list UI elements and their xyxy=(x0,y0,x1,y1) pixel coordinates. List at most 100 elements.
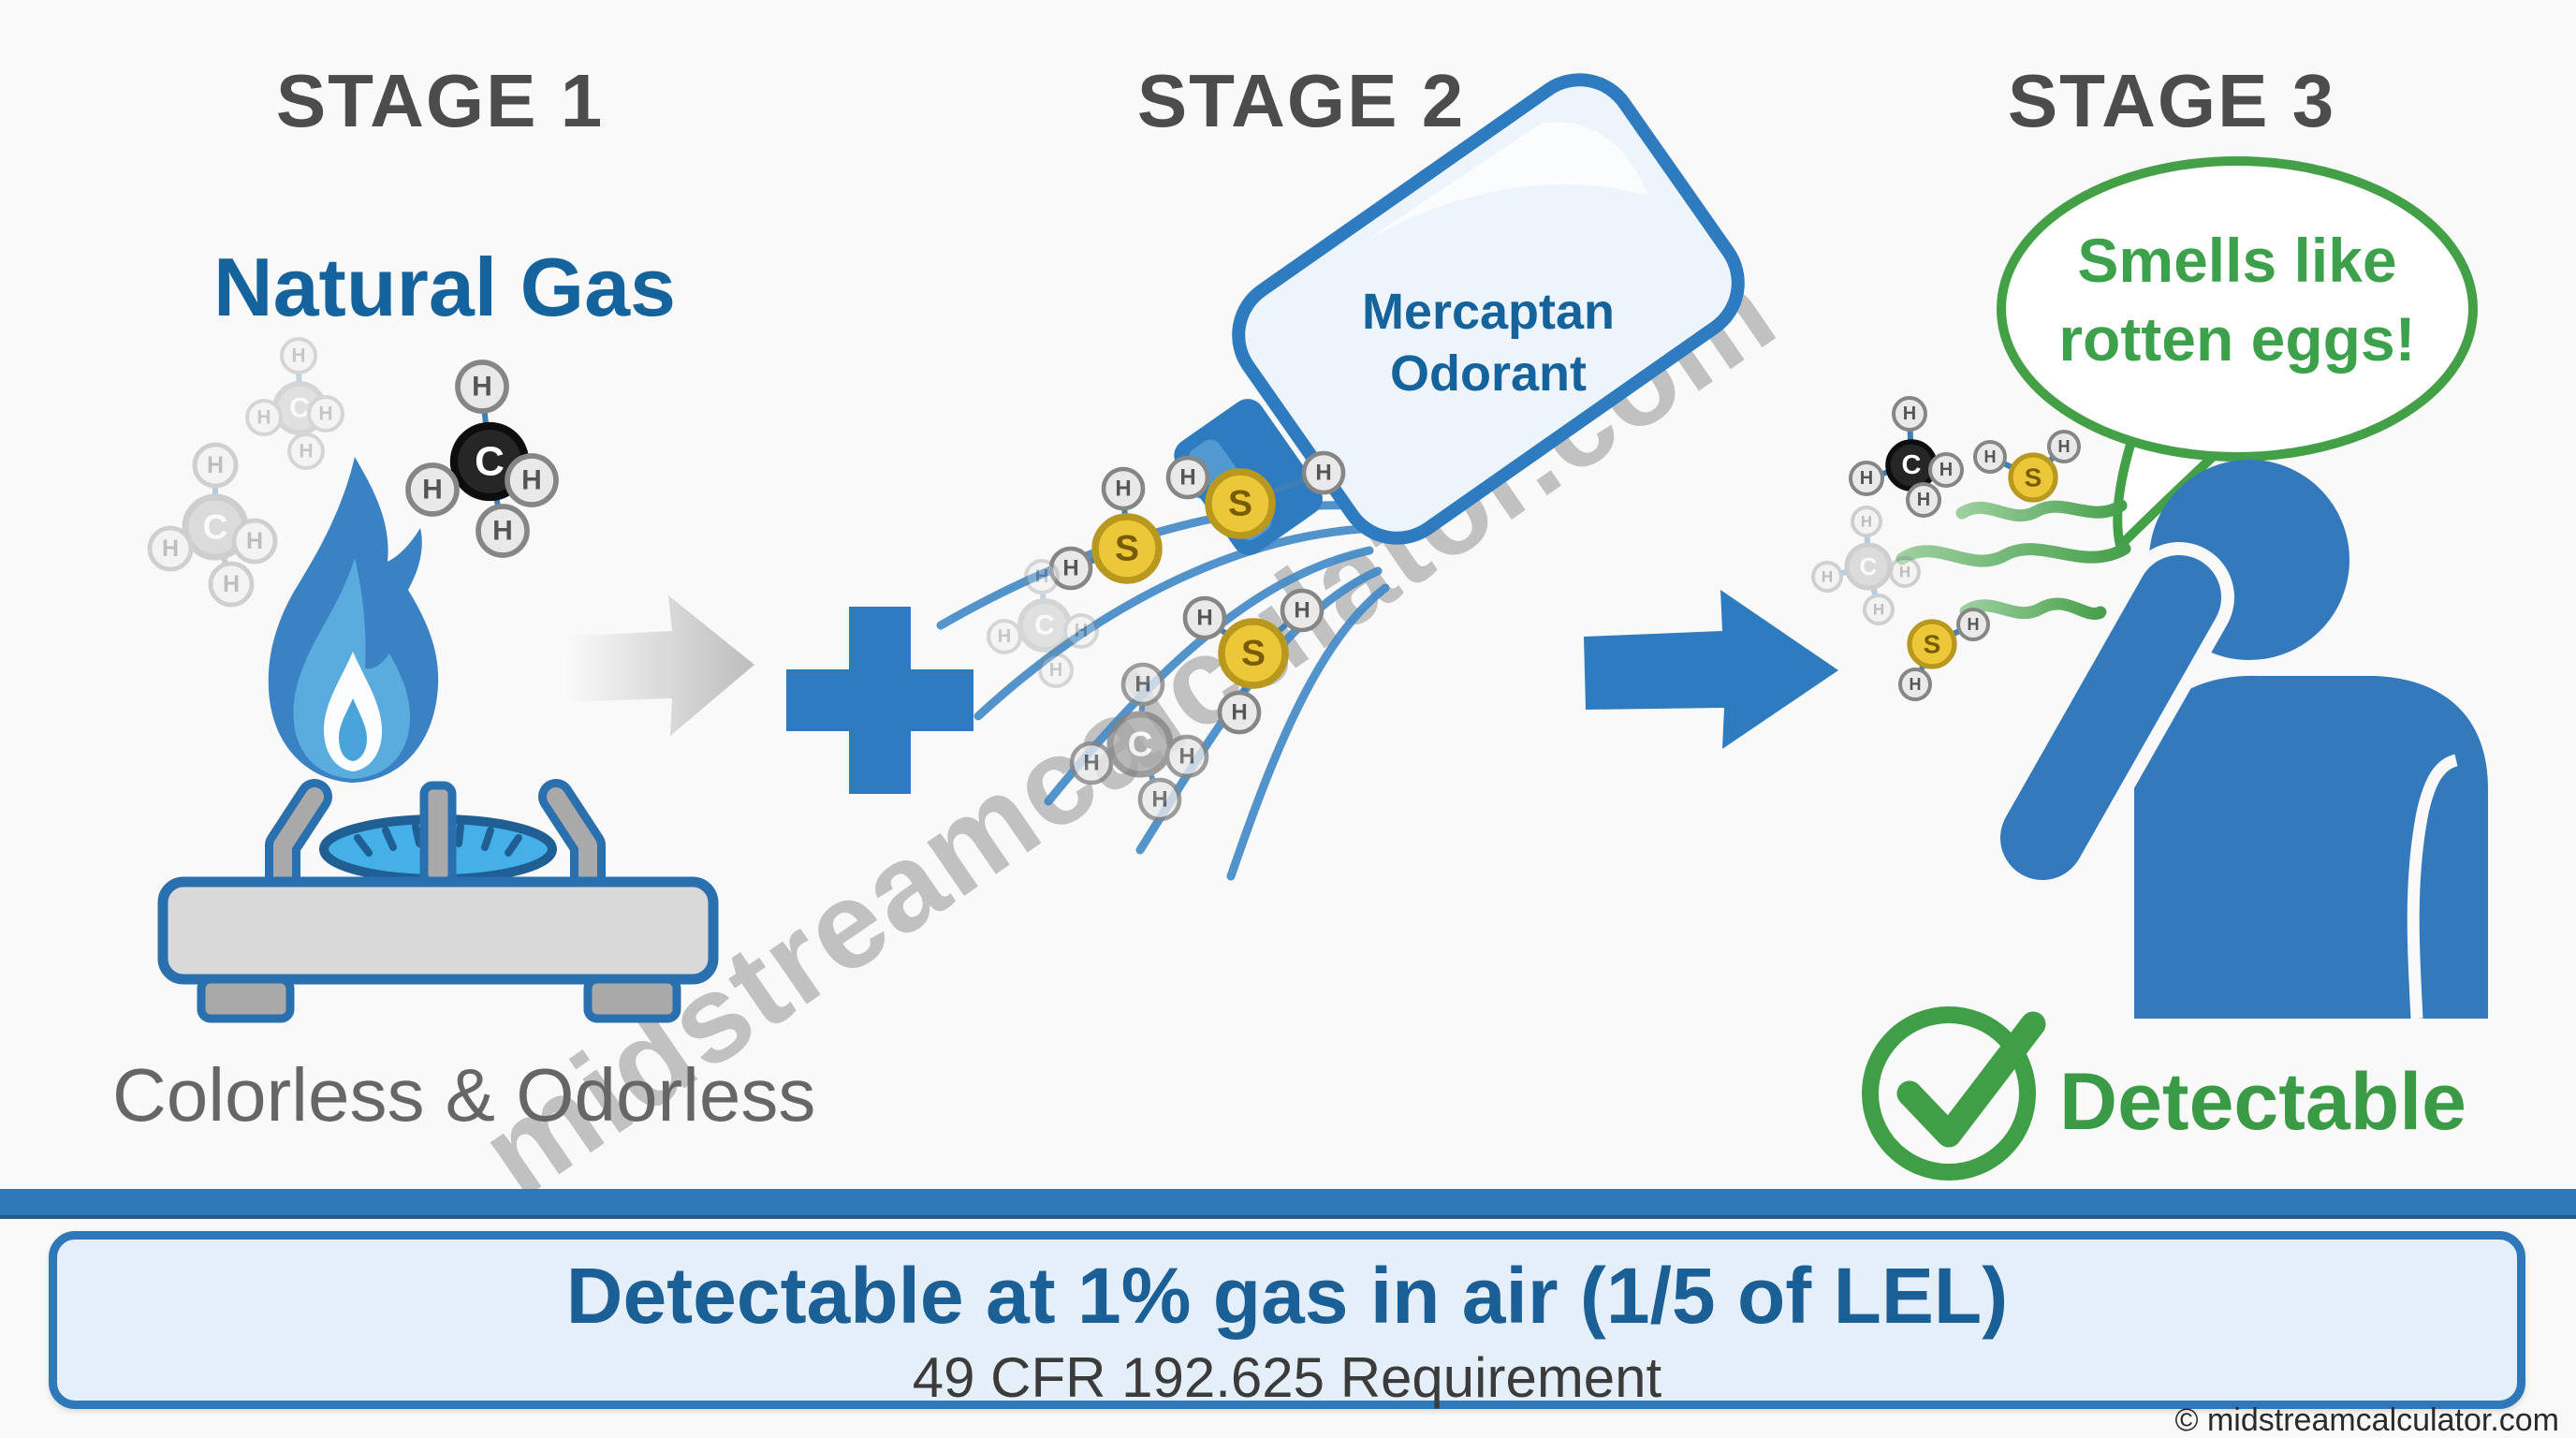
atom-h: H xyxy=(1217,690,1262,735)
atom-h: H xyxy=(280,337,317,374)
atom-h: H xyxy=(1956,608,1990,641)
molecule-sulfur: SHH xyxy=(1898,608,1990,701)
banner-subtitle: 49 CFR 192.625 Requirement xyxy=(912,1346,1662,1409)
svg-text:S: S xyxy=(1115,529,1139,569)
svg-text:H: H xyxy=(1075,621,1088,641)
svg-text:H: H xyxy=(1178,744,1194,770)
atom-h: H xyxy=(1063,613,1099,649)
atom-h: H xyxy=(1928,452,1964,488)
svg-text:H: H xyxy=(223,571,240,597)
atom-c: C xyxy=(1106,711,1174,778)
svg-text:C: C xyxy=(203,508,228,547)
bubble-line2: rotten eggs! xyxy=(2058,304,2416,374)
svg-text:H: H xyxy=(1899,564,1910,581)
stove-icon xyxy=(157,779,719,1023)
svg-text:H: H xyxy=(1083,751,1099,776)
natural-gas-label: Natural Gas xyxy=(213,241,676,333)
svg-text:H: H xyxy=(1294,598,1310,624)
atom-h: H xyxy=(1849,461,1884,496)
svg-text:H: H xyxy=(2058,437,2071,456)
atom-h: H xyxy=(1973,440,2007,474)
svg-text:C: C xyxy=(1902,450,1922,480)
svg-text:C: C xyxy=(289,393,310,424)
flame-icon xyxy=(268,457,439,783)
svg-text:S: S xyxy=(2025,463,2042,492)
atom-h: H xyxy=(1811,561,1843,593)
svg-text:H: H xyxy=(492,516,513,547)
svg-text:H: H xyxy=(1860,468,1873,489)
svg-text:S: S xyxy=(1241,634,1266,674)
atom-h: H xyxy=(1301,450,1346,495)
atom-h: H xyxy=(1892,396,1927,432)
atom-h: H xyxy=(1137,777,1182,822)
atom-h: H xyxy=(1120,662,1165,707)
atom-c: C xyxy=(1844,542,1893,591)
svg-text:H: H xyxy=(1903,404,1916,424)
copyright-text: © midstreamcalculator.com xyxy=(2174,1402,2559,1438)
colorless-odorless-label: Colorless & Odorless xyxy=(112,1053,816,1137)
svg-text:H: H xyxy=(162,536,179,562)
svg-text:H: H xyxy=(1984,448,1997,466)
atom-h: H xyxy=(1906,482,1941,518)
detectable-label: Detectable xyxy=(2059,1057,2466,1147)
svg-text:H: H xyxy=(1151,787,1167,813)
svg-text:H: H xyxy=(318,404,332,425)
molecule-sulfur: SHH xyxy=(1048,466,1163,591)
svg-text:H: H xyxy=(1861,513,1872,531)
divider-bar xyxy=(0,1189,2576,1219)
svg-text:C: C xyxy=(1128,726,1153,764)
atom-s: S xyxy=(1205,468,1276,539)
svg-text:H: H xyxy=(1822,568,1833,586)
svg-text:H: H xyxy=(1315,461,1331,486)
svg-text:H: H xyxy=(521,465,542,496)
svg-text:H: H xyxy=(246,528,263,554)
check-icon xyxy=(1862,1006,2046,1181)
svg-text:S: S xyxy=(1924,630,1941,659)
smell-waves-icon xyxy=(1895,499,2131,620)
plus-icon xyxy=(786,607,973,794)
banner-title: Detectable at 1% gas in air (1/5 of LEL) xyxy=(565,1252,2009,1340)
atom-s: S xyxy=(2008,452,2058,503)
fade-arrow-icon xyxy=(562,595,754,736)
atom-h: H xyxy=(455,360,509,414)
atom-h: H xyxy=(287,433,325,470)
stage1-title: STAGE 1 xyxy=(275,59,605,142)
bottle-label: Mercaptan Odorant xyxy=(1320,281,1657,404)
svg-text:H: H xyxy=(472,372,492,403)
bottle-label-line1: Mercaptan xyxy=(1361,284,1616,340)
svg-text:H: H xyxy=(1939,460,1953,480)
atom-s: S xyxy=(1218,618,1289,689)
atom-c: C xyxy=(272,381,327,435)
atom-h: H xyxy=(2047,430,2081,463)
svg-text:H: H xyxy=(207,452,224,478)
atom-c: C xyxy=(182,493,249,561)
svg-text:S: S xyxy=(1228,484,1252,524)
atom-h: H xyxy=(1889,556,1921,588)
atom-h: H xyxy=(1863,594,1895,625)
atom-s: S xyxy=(1907,619,1957,669)
svg-text:H: H xyxy=(1062,556,1078,581)
atom-h: H xyxy=(245,399,283,436)
svg-text:C: C xyxy=(1034,610,1055,641)
svg-text:H: H xyxy=(299,441,313,462)
molecule-sulfur: SHH xyxy=(1973,430,2081,503)
atom-c: C xyxy=(1885,439,1938,492)
atom-c: C xyxy=(1017,598,1072,653)
svg-text:H: H xyxy=(1196,606,1212,631)
svg-text:H: H xyxy=(1231,700,1247,726)
speech-bubble xyxy=(1997,156,2478,550)
svg-text:H: H xyxy=(1968,615,1980,634)
svg-text:H: H xyxy=(1049,660,1062,681)
person-icon xyxy=(1987,460,2488,1020)
atom-h: H xyxy=(1024,559,1060,594)
atom-h: H xyxy=(208,561,255,608)
svg-text:H: H xyxy=(291,345,305,367)
svg-text:H: H xyxy=(998,626,1011,647)
